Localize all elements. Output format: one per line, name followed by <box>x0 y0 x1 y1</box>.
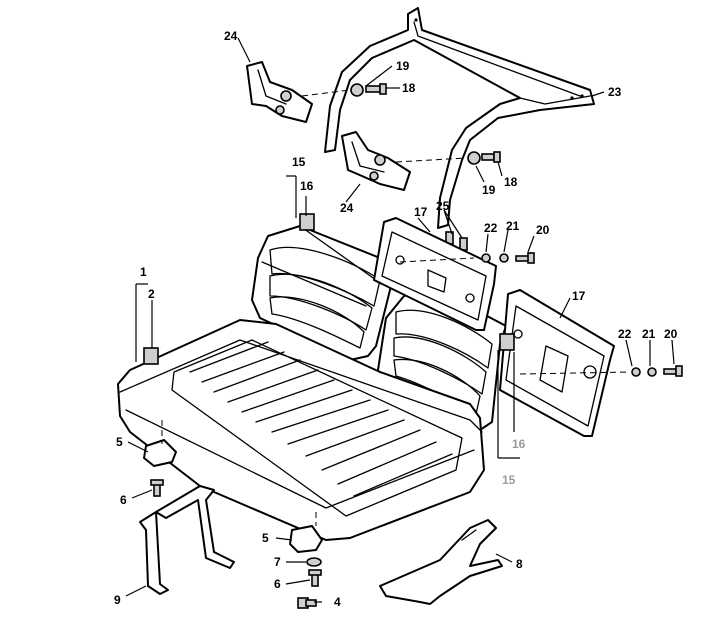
callout-20-lower: 20 <box>664 327 678 341</box>
callout-19-lower: 19 <box>482 183 496 197</box>
callout-9: 9 <box>114 593 121 607</box>
callout-25: 25 <box>436 199 450 213</box>
panel-hardware-lower <box>631 365 683 377</box>
callout-labels: 24 19 18 23 24 19 18 15 16 17 25 22 21 2… <box>114 29 678 609</box>
mounting-plate-right <box>289 525 323 553</box>
frame-bolt-lower <box>467 151 501 165</box>
callout-24-lower: 24 <box>340 201 354 215</box>
callout-20-upper: 20 <box>536 223 550 237</box>
callout-5-left: 5 <box>116 435 123 449</box>
support-tube-right <box>379 519 503 605</box>
callout-6-right: 6 <box>274 577 281 591</box>
callout-21-lower: 21 <box>642 327 656 341</box>
seat-back-cushion <box>251 225 411 361</box>
screw-right <box>308 569 322 587</box>
callout-15-lower: 15 <box>502 473 516 487</box>
washer <box>306 557 322 567</box>
leader-lines <box>125 37 675 603</box>
callout-15-upper: 15 <box>292 155 306 169</box>
callout-6-left: 6 <box>120 493 127 507</box>
panel-hardware-upper <box>481 252 535 264</box>
bolt <box>297 597 317 609</box>
callout-7: 7 <box>274 555 281 569</box>
seat-back-panel-right <box>499 289 615 437</box>
callout-17-lower: 17 <box>572 289 586 303</box>
seat-bottom-cushion <box>117 319 485 541</box>
callout-8: 8 <box>516 557 523 571</box>
seat-back-support-frame <box>324 7 595 229</box>
callout-22-upper: 22 <box>484 221 498 235</box>
support-tube-left <box>139 485 235 595</box>
seat-hinge <box>143 347 159 365</box>
callout-1: 1 <box>140 265 147 279</box>
callout-16-lower: 16 <box>512 437 526 451</box>
callout-17-upper: 17 <box>414 205 428 219</box>
callout-24-upper: 24 <box>224 29 238 43</box>
callout-18-lower: 18 <box>504 175 518 189</box>
callout-4: 4 <box>334 595 341 609</box>
callout-18-upper: 18 <box>402 81 416 95</box>
frame-bolt-upper <box>350 83 387 97</box>
callout-2: 2 <box>148 287 155 301</box>
callout-22-lower: 22 <box>618 327 632 341</box>
callout-23: 23 <box>608 85 622 99</box>
cushion-hinge-left <box>299 213 315 231</box>
mounting-plate-left <box>143 439 177 467</box>
seat-back-hinge-lower <box>341 131 411 191</box>
seat-back-hinge-upper <box>246 61 313 123</box>
cushion-hinge-right <box>499 333 515 351</box>
callout-16-upper: 16 <box>300 179 314 193</box>
callout-19-upper: 19 <box>396 59 410 73</box>
callout-5-right: 5 <box>262 531 269 545</box>
screw-left <box>150 479 164 497</box>
seat-back-panel-left <box>373 217 497 331</box>
callout-21-upper: 21 <box>506 219 520 233</box>
